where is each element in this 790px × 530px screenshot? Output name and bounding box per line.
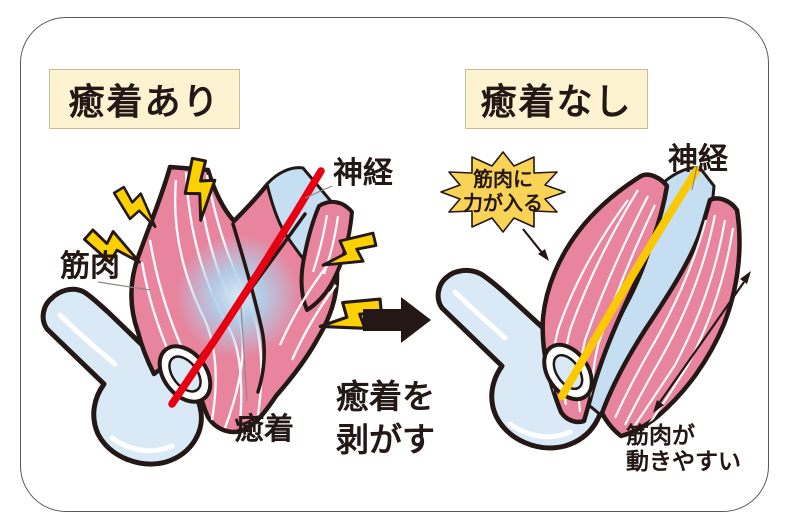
title-left-adhesion-present: 癒着あり [49,69,240,129]
adhesion-glow [176,234,300,358]
annotation-muscle-moves: 筋肉が 動きやすい [626,423,741,476]
center-caption: 癒着を 剥がす [336,376,435,462]
right-diagram [435,151,751,451]
starburst-callout: 筋肉に 力が入る [443,161,563,223]
center-caption-line2: 剥がす [336,419,435,459]
callout-arrow-icon [522,228,549,261]
nerve-line-yellow [558,166,701,400]
label-muscle: 筋肉 [60,249,120,284]
left-diagram [40,152,391,467]
annotation-line2: 動きやすい [626,449,741,476]
double-arrow-icon [653,271,751,413]
center-caption-line1: 癒着を [336,377,435,416]
starburst-line2: 力が入る [463,191,543,215]
label-adhesion: 癒着 [234,412,294,447]
pointer-line-nerve-right [691,165,698,191]
rounded-frame-border [20,17,769,512]
bone-left-shape [40,286,204,467]
annotation-line1: 筋肉が [626,423,695,449]
label-nerve-right: 神経 [668,142,728,177]
starburst-line1: 筋肉に [473,167,533,192]
pointer-lines-left [97,185,333,402]
label-nerve-left: 神経 [333,156,393,191]
right-arrow-icon [363,297,431,343]
title-right-text: 癒着なし [480,82,633,123]
title-left-text: 癒着あり [68,82,221,123]
title-right-adhesion-absent: 癒着なし [465,69,648,129]
nerve-line-red [168,167,325,408]
starburst-icon [440,151,566,233]
